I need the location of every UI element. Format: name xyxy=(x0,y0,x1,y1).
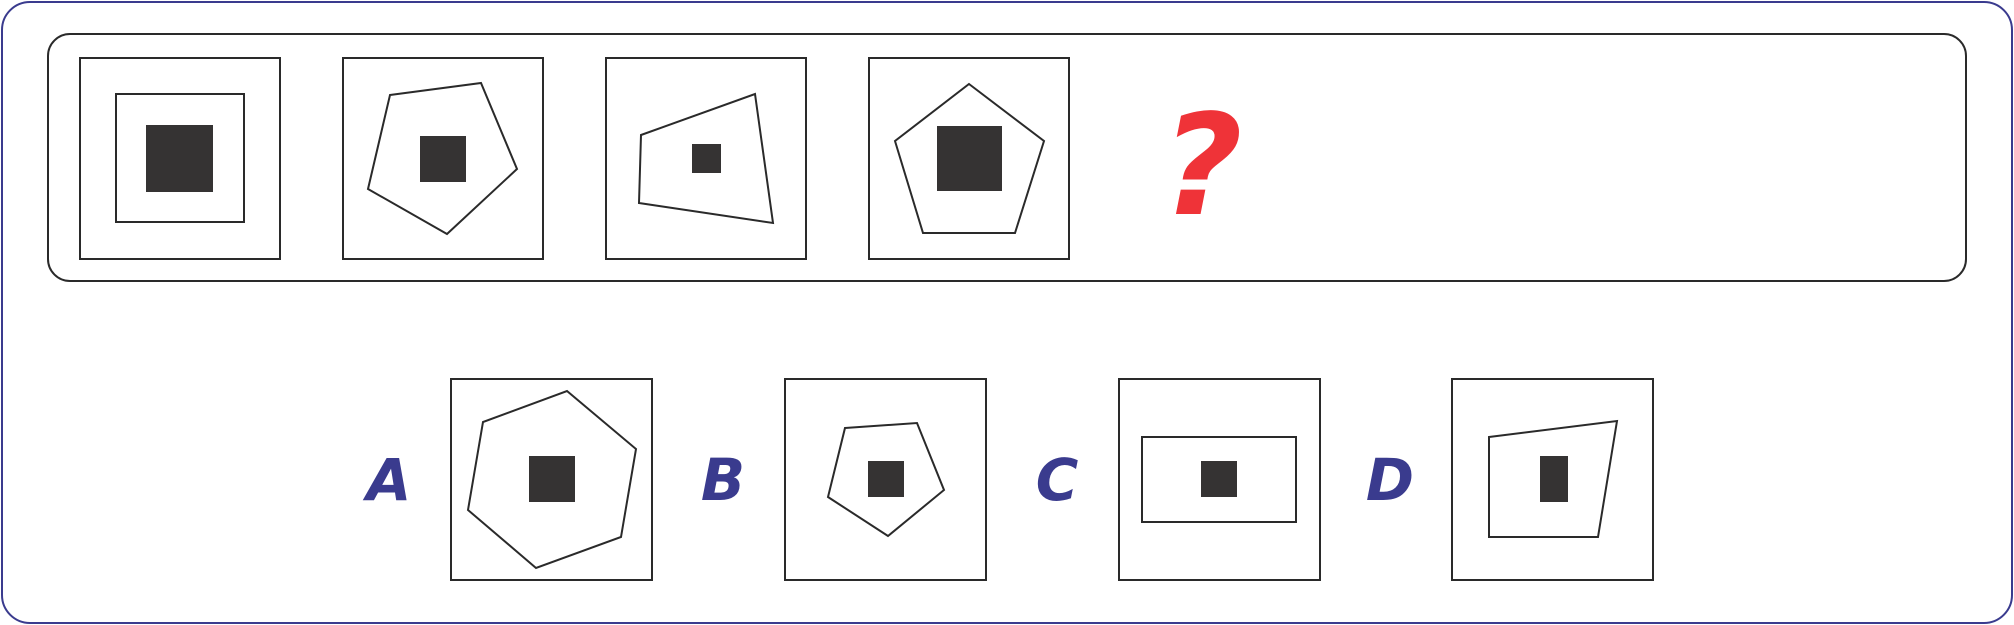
question-mark: ? xyxy=(1161,85,1242,248)
option-d-label[interactable]: D xyxy=(1366,446,1414,514)
option-d-figure[interactable] xyxy=(1451,378,1654,581)
option-c-label[interactable]: C xyxy=(1036,446,1079,514)
option-b-figure[interactable] xyxy=(784,378,987,581)
sequence-figure-2 xyxy=(342,57,544,260)
sequence-figure-4 xyxy=(868,57,1070,260)
sequence-figure-3 xyxy=(605,57,807,260)
option-c-figure[interactable] xyxy=(1118,378,1321,581)
option-a-figure[interactable] xyxy=(450,378,653,581)
option-a-label[interactable]: A xyxy=(363,446,412,514)
sequence-figure-1 xyxy=(79,57,281,260)
option-b-label[interactable]: B xyxy=(701,446,745,514)
sequence-panel xyxy=(47,33,1967,282)
